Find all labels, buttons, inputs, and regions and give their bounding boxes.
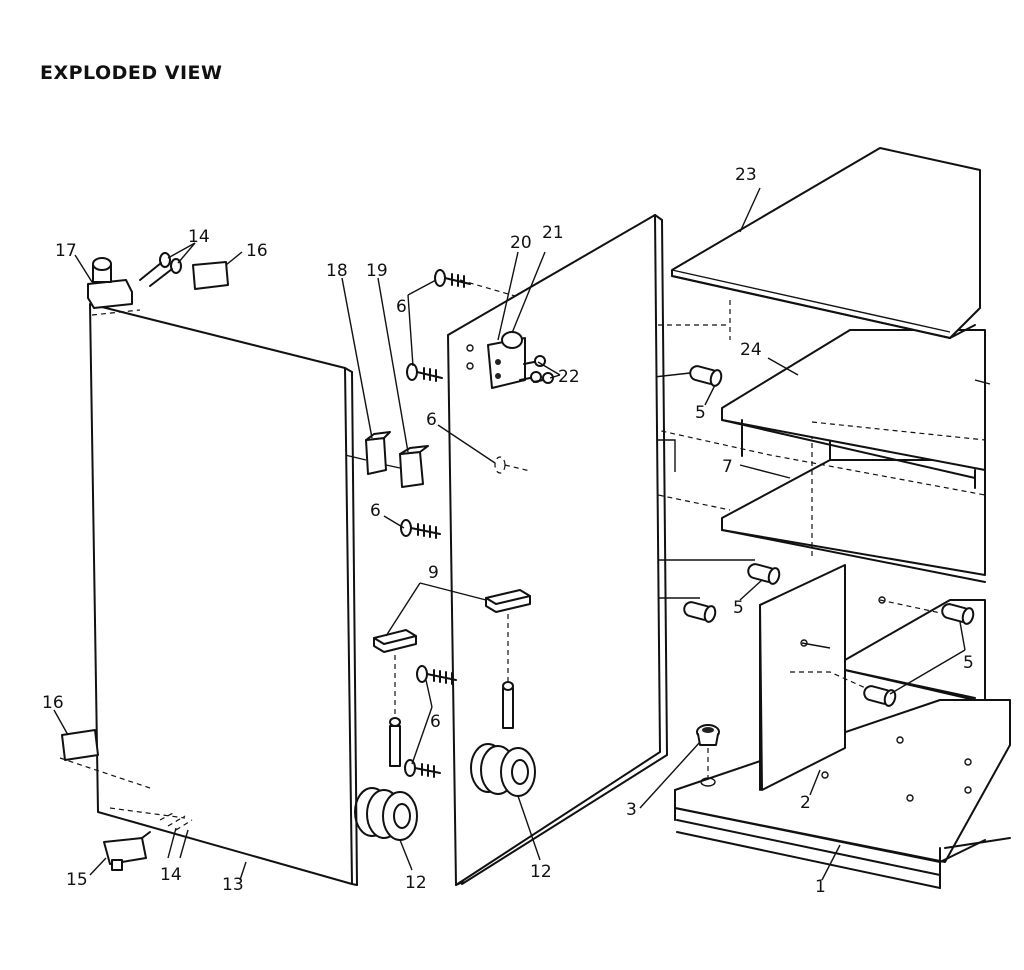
screw-icon [139, 252, 171, 281]
label-6: 6 [370, 501, 381, 521]
dowel-icon [683, 601, 717, 623]
screw-icon [400, 519, 441, 539]
leader-lines [53, 187, 966, 881]
label-20: 20 [510, 233, 532, 253]
middle-shelf [721, 419, 986, 583]
bottom-hinge [103, 831, 151, 871]
label-13: 13 [222, 875, 244, 895]
label-14: 14 [188, 227, 210, 247]
diagram-title: EXPLODED VIEW [40, 62, 223, 84]
label-12: 12 [530, 862, 552, 882]
caster-wheel-icon [470, 614, 536, 797]
cabinet-door [59, 303, 358, 886]
screw-icon [416, 665, 457, 685]
side-panel [759, 564, 846, 791]
screw-icon [434, 269, 471, 288]
door-bumper [61, 729, 99, 761]
label-12: 12 [405, 873, 427, 893]
dowel-icon [863, 685, 897, 707]
part-labels: 1 2 3 5 5 5 6 6 6 6 7 9 12 12 13 14 14 1… [42, 165, 974, 897]
label-22: 22 [558, 367, 580, 387]
dowel-icon [941, 603, 975, 625]
label-5: 5 [733, 598, 744, 618]
label-7: 7 [722, 457, 733, 477]
screws [400, 269, 531, 778]
label-2: 2 [800, 793, 811, 813]
label-5: 5 [963, 653, 974, 673]
screw-icon [159, 811, 193, 831]
screw-icon [406, 363, 443, 382]
glide-foot [696, 724, 720, 787]
label-6: 6 [396, 297, 407, 317]
top-hinge [87, 257, 133, 309]
casters [354, 614, 536, 841]
label-15: 15 [66, 870, 88, 890]
label-23: 23 [735, 165, 757, 185]
screw-icon [404, 759, 441, 778]
label-16: 16 [42, 693, 64, 713]
shelf-brackets [373, 589, 531, 653]
label-18: 18 [326, 261, 348, 281]
top-panel [671, 147, 981, 339]
dowel-icon [689, 365, 723, 387]
upper-shelf [721, 329, 991, 489]
lower-shelf [844, 599, 986, 701]
dowel-icon [747, 563, 781, 585]
magnetic-catch [344, 431, 429, 488]
label-19: 19 [366, 261, 388, 281]
label-6: 6 [426, 410, 437, 430]
screw-icon [494, 456, 531, 474]
bolt-screws [519, 355, 554, 384]
label-17: 17 [55, 241, 77, 261]
label-6: 6 [430, 712, 441, 732]
label-24: 24 [740, 340, 762, 360]
door-bumper [192, 261, 229, 290]
label-3: 3 [626, 800, 637, 820]
label-16: 16 [246, 241, 268, 261]
base-panel [674, 699, 1011, 889]
label-1: 1 [815, 877, 826, 897]
label-21: 21 [542, 223, 564, 243]
label-9: 9 [428, 563, 439, 583]
caster-wheel-icon [354, 655, 418, 841]
label-5: 5 [695, 403, 706, 423]
label-14: 14 [160, 865, 182, 885]
